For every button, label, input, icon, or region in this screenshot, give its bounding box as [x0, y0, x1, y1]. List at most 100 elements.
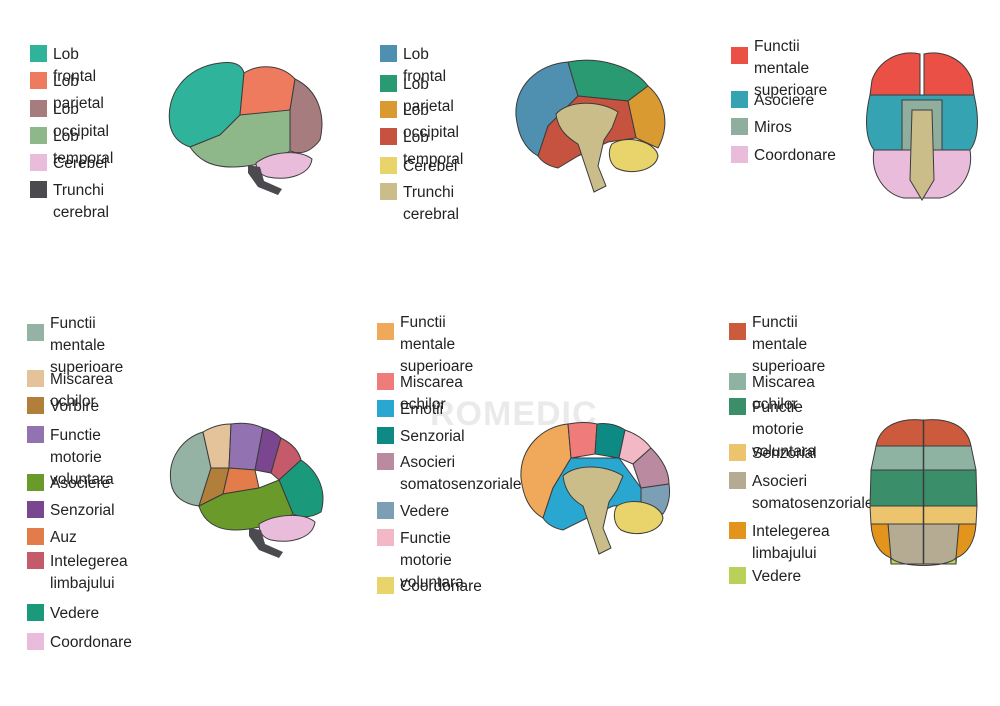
region-vision [890, 556, 957, 566]
legend-item: Lob temporal [380, 127, 463, 171]
legend-item: Senzorial [729, 443, 817, 465]
legend-item: Cerebel [30, 153, 107, 175]
legend-label: Asocieri somatosenzoriale [400, 454, 522, 493]
swatch [30, 100, 47, 117]
legend-label: Functie motorie voluntara [752, 399, 816, 460]
legend-item: Miros [731, 117, 792, 139]
swatch [380, 157, 397, 174]
legend-label: Functie motorie voluntara [400, 530, 464, 591]
legend-item: Vedere [729, 566, 801, 588]
legend-label: Intelegerea limbajului [50, 553, 128, 592]
legend-label: Senzorial [50, 502, 115, 519]
swatch [27, 426, 44, 443]
legend-label: Miscarea ochilor [752, 374, 815, 413]
legend-label: Emotii [400, 401, 444, 418]
region-higher-mental-right [923, 52, 975, 96]
legend-item: Miscarea ochilor [729, 372, 815, 416]
legend-item: Functie motorie voluntara [377, 528, 464, 594]
swatch [27, 528, 44, 545]
legend-label: Vorbire [50, 398, 100, 415]
swatch [729, 522, 746, 539]
legend-label: Trunchi cerebral [403, 184, 459, 223]
legend-item: Intelegerea limbajului [27, 551, 128, 595]
legend-item: Senzorial [377, 426, 465, 448]
region-brainstem [562, 466, 624, 555]
swatch [30, 154, 47, 171]
region-occipital [289, 78, 323, 154]
swatch [729, 323, 746, 340]
swatch [729, 567, 746, 584]
brain-sagittal-lobes [515, 59, 666, 193]
swatch [27, 474, 44, 491]
swatch [731, 91, 748, 108]
legend-label: Asociere [50, 475, 111, 492]
legend-item: Auz [27, 527, 77, 549]
legend-label: Lob occipital [403, 102, 459, 141]
legend-item: Asocieri somatosenzoriale [729, 471, 873, 515]
swatch [380, 101, 397, 118]
brain-lateral-functions [169, 422, 324, 558]
swatch [731, 118, 748, 135]
swatch [731, 146, 748, 163]
legend-label: Functie motorie voluntara [50, 427, 114, 488]
region-coordination [613, 501, 664, 534]
legend-item: Asociere [27, 473, 110, 495]
legend-item: Lob frontal [30, 44, 96, 88]
swatch [27, 370, 44, 387]
legend-label: Lob parietal [53, 73, 104, 112]
legend-label: Asocieri somatosenzoriale [752, 473, 874, 512]
legend-label: Lob frontal [53, 46, 97, 85]
legend-label: Intelegerea limbajului [752, 523, 830, 562]
legend-label: Coordonare [400, 578, 482, 595]
legend-label: Miscarea ochilor [400, 374, 463, 413]
swatch [729, 444, 746, 461]
region-language-left [870, 523, 892, 559]
swatch [380, 183, 397, 200]
legend-item: Vorbire [27, 396, 99, 418]
swatch [30, 72, 47, 89]
brain-superior-view [869, 419, 978, 566]
legend-label: Coordonare [50, 634, 132, 651]
swatch [27, 604, 44, 621]
swatch [377, 453, 394, 470]
legend-item: Functii mentale superioare [377, 312, 473, 378]
legend-item: Lob parietal [380, 74, 454, 118]
swatch [731, 47, 748, 64]
swatch [27, 552, 44, 569]
swatch [729, 472, 746, 489]
swatch [27, 501, 44, 518]
legend-item: Lob occipital [380, 100, 459, 144]
legend-item: Functii mentale superioare [729, 312, 825, 378]
legend-item: Coordonare [27, 632, 132, 654]
legend-label: Cerebel [53, 155, 108, 172]
region-coordination [258, 515, 316, 542]
legend-item: Functie motorie voluntara [729, 397, 816, 463]
region-brainstem [248, 165, 282, 195]
legend-item: Asociere [731, 90, 814, 112]
legend-label: Vedere [50, 605, 100, 622]
region-association [198, 479, 294, 531]
legend-item: Vedere [377, 501, 449, 523]
region-brainstem [249, 528, 283, 558]
swatch [27, 633, 44, 650]
legend-label: Vedere [400, 503, 450, 520]
legend-item: Functii mentale superioare [731, 36, 827, 102]
legend-label: Trunchi cerebral [53, 182, 109, 221]
region-parietal [239, 66, 296, 116]
swatch [377, 400, 394, 417]
swatch [729, 373, 746, 390]
swatch [377, 577, 394, 594]
legend-item: Lob temporal [30, 126, 113, 170]
swatch [380, 45, 397, 62]
legend-item: Cerebel [380, 156, 457, 178]
legend-label: Lob frontal [403, 46, 447, 85]
brain-lateral-lobes [168, 62, 323, 195]
legend-item: Trunchi cerebral [380, 182, 459, 226]
legend-label: Functii mentale superioare [400, 314, 474, 375]
legend-label: Senzorial [400, 428, 465, 445]
region-midline [909, 109, 935, 201]
legend-item: Vedere [27, 603, 99, 625]
legend-item: Coordonare [731, 145, 836, 167]
region-language-right [955, 523, 977, 559]
legend-label: Functii mentale superioare [754, 38, 828, 99]
